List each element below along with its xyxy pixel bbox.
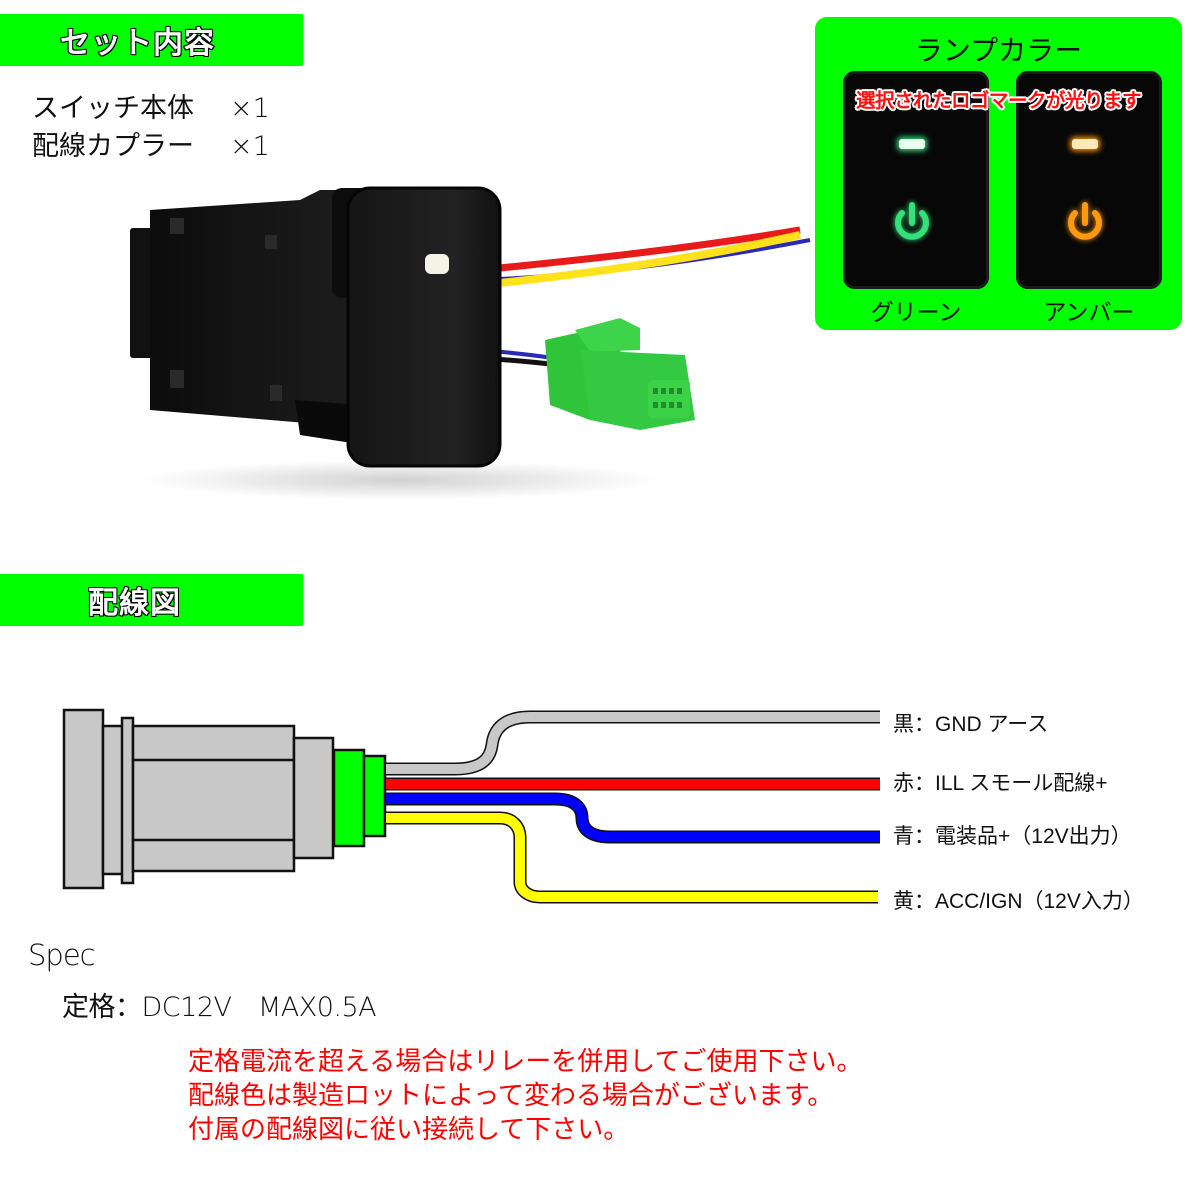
wiring-banner: 配線図 [0, 574, 303, 626]
lamp-label-green: グリーン [870, 300, 962, 326]
indicator-bar-amber [1072, 139, 1098, 149]
set-contents-banner: セット内容 [0, 14, 303, 66]
item-name: 配線カプラー [32, 131, 194, 162]
photo-shadow [140, 460, 660, 500]
wire-paths [386, 710, 880, 904]
wire-yellow [386, 813, 878, 902]
switch-schematic [62, 708, 387, 890]
switch-schematic-body [131, 724, 296, 873]
lamp-color-panel: ランプカラー 選択されたロゴマークが光ります グリーン アンバー [815, 17, 1182, 330]
switch-schematic-neck [101, 724, 125, 876]
switch-clip [170, 370, 184, 388]
switch-schematic-flange [62, 708, 105, 890]
item-name: スイッチ本体 [32, 93, 194, 124]
switch-body [150, 190, 365, 430]
item-qty: ×1 [230, 131, 270, 162]
switch-schematic-ring [120, 716, 135, 885]
wiring-heading: 配線図 [87, 585, 181, 622]
switch-face [346, 186, 502, 468]
note-line: 付属の配線図に従い接続して下さい。 [188, 1115, 630, 1145]
wire-label-black: 黒：GND アース [893, 713, 1049, 736]
photo-connector [545, 318, 695, 430]
wire-yellow-outline [386, 811, 878, 904]
wiring-diagram [62, 708, 880, 904]
lamp-color-title: ランプカラー [914, 34, 1083, 67]
wire-black [386, 712, 880, 774]
power-icon [895, 202, 929, 240]
connector-schematic-inner [362, 754, 387, 838]
spec-rating: 定格：DC12V MAX0.5A [62, 992, 377, 1023]
connector-schematic-outer [332, 748, 366, 848]
caution-notes: 定格電流を超える場合はリレーを併用してご使用下さい。 配線色は製造ロットによって… [188, 1045, 862, 1147]
wire-label-yellow: 黄：ACC/IGN（12V入力） [893, 890, 1144, 913]
set-contents-heading: セット内容 [59, 25, 215, 62]
item-qty: ×1 [230, 93, 270, 124]
list-item: スイッチ本体 ×1 [32, 90, 270, 128]
power-icon [1068, 202, 1102, 240]
lamp-label-amber: アンバー [1043, 300, 1135, 326]
wire-label-red: 赤：ILL スモール配線+ [893, 772, 1108, 795]
product-photo [130, 186, 811, 500]
lamp-green-sample [843, 71, 989, 289]
spec-title: Spec [28, 938, 96, 972]
list-item: 配線カプラー ×1 [32, 128, 270, 166]
note-line: 配線色は製造ロットによって変わる場合がございます。 [188, 1081, 834, 1111]
switch-clip [265, 235, 277, 249]
wire-black-outline [386, 710, 880, 776]
switch-schematic-rear [292, 736, 335, 860]
switch-clip [170, 218, 184, 234]
photo-yellow-wire [479, 231, 801, 289]
wire-blue [386, 794, 880, 842]
note-line: 定格電流を超える場合はリレーを併用してご使用下さい。 [188, 1047, 863, 1077]
lamp-amber-sample [1016, 71, 1162, 289]
wire-label-blue: 青：電装品+（12V出力） [893, 825, 1132, 848]
indicator-bar-green [899, 139, 925, 149]
switch-indicator [425, 254, 449, 274]
photo-red-wire [479, 226, 801, 274]
switch-clip [270, 385, 282, 401]
set-contents-list: スイッチ本体 ×1 配線カプラー ×1 [32, 90, 270, 166]
lamp-color-note: 選択されたロゴマークが光ります [855, 89, 1142, 112]
